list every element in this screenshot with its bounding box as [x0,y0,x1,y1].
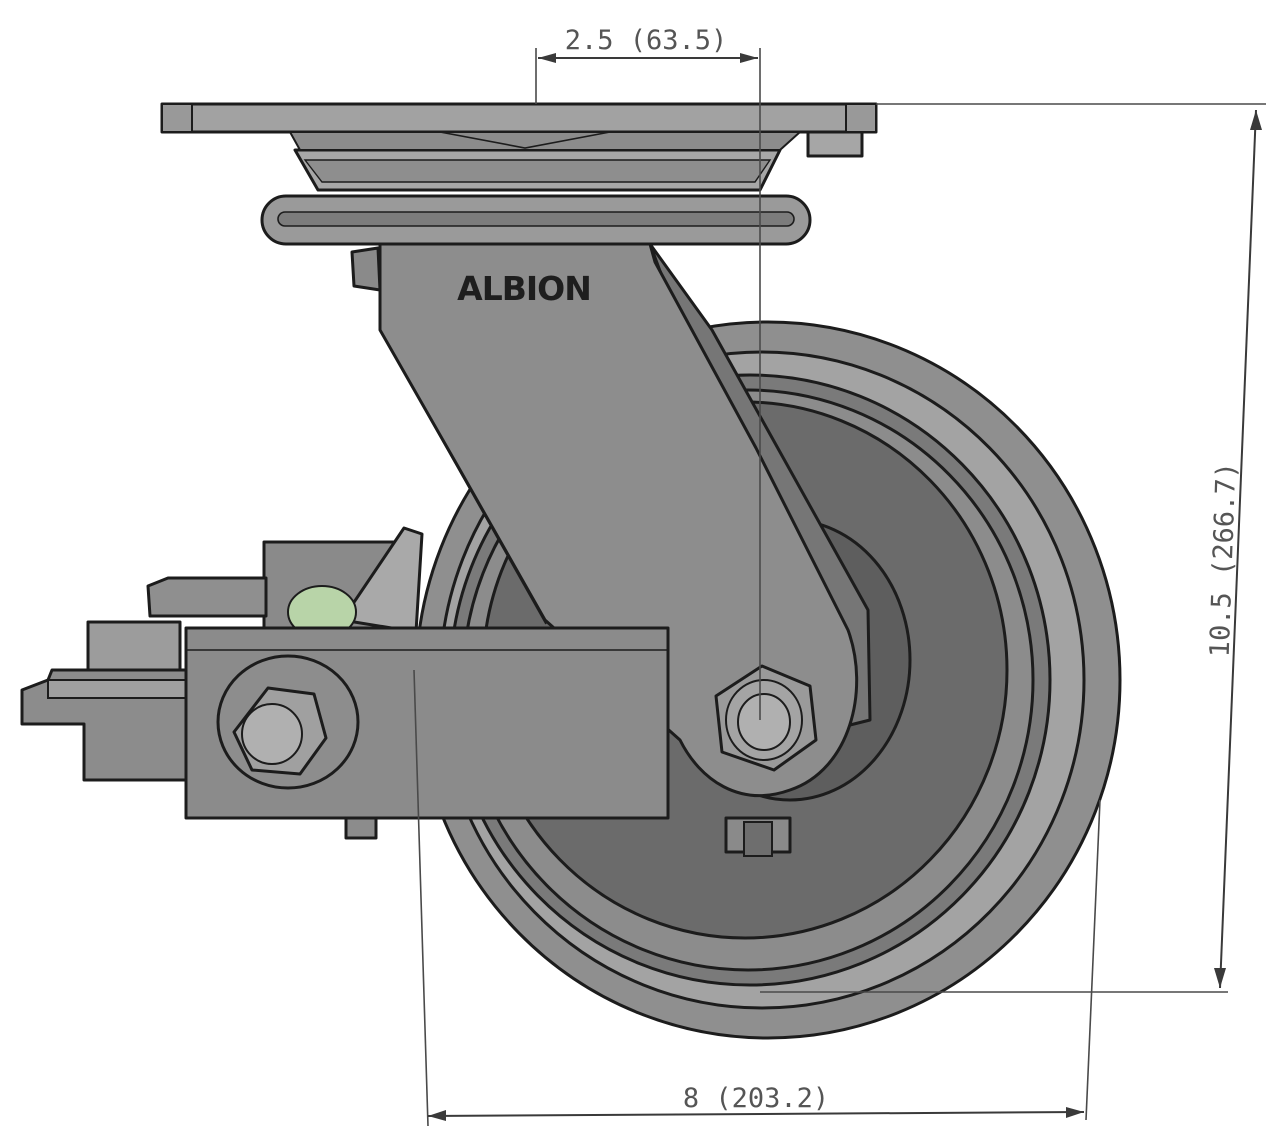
top-plate-assembly [160,102,878,246]
height-dimension-label: 10.5 (266.7) [1205,462,1243,658]
brake-pivot-bolt [241,703,303,765]
offset-dimension-label: 2.5 (63.5) [565,25,728,56]
plate-bolt-tab [806,130,864,158]
offset-arrow-left [538,53,556,63]
dimension-annotations: 2.5 (63.5) 10.5 (266.7) 8 (203.2) [413,25,1266,1127]
fork-front-leg [378,242,859,798]
swivel-housing-shade [303,159,772,183]
brake-pedal-rail [47,679,199,699]
width-extension-right [1085,799,1101,1121]
raceway-ring-groove [277,211,795,227]
width-dimension-label: 8 (203.2) [683,1083,829,1114]
width-arrow-right [1066,1107,1084,1118]
width-dimension-line [427,1111,1085,1117]
brand-logo: ALBION [457,269,591,308]
height-dimension-line [1219,109,1257,989]
top-plate [160,102,878,134]
set-screw [743,821,773,857]
brake-pin-tab [344,816,378,840]
width-arrow-left [428,1110,446,1121]
top-plate-center-notch [439,131,611,149]
plate-edge-left [161,103,193,133]
grease-fitting [350,246,382,292]
offset-arrow-right [740,53,758,63]
axle-bolt-end [737,693,791,751]
width-extension-left [413,669,429,1127]
plate-edge-right [845,103,877,133]
height-arrow-bottom [1214,968,1226,988]
brake-step-upper [146,576,268,618]
fork-bend-line [379,329,547,625]
top-plate-bevel [288,131,803,151]
brake-assembly [20,526,670,840]
brake-step-tab [86,620,182,672]
height-arrow-top [1250,110,1262,130]
